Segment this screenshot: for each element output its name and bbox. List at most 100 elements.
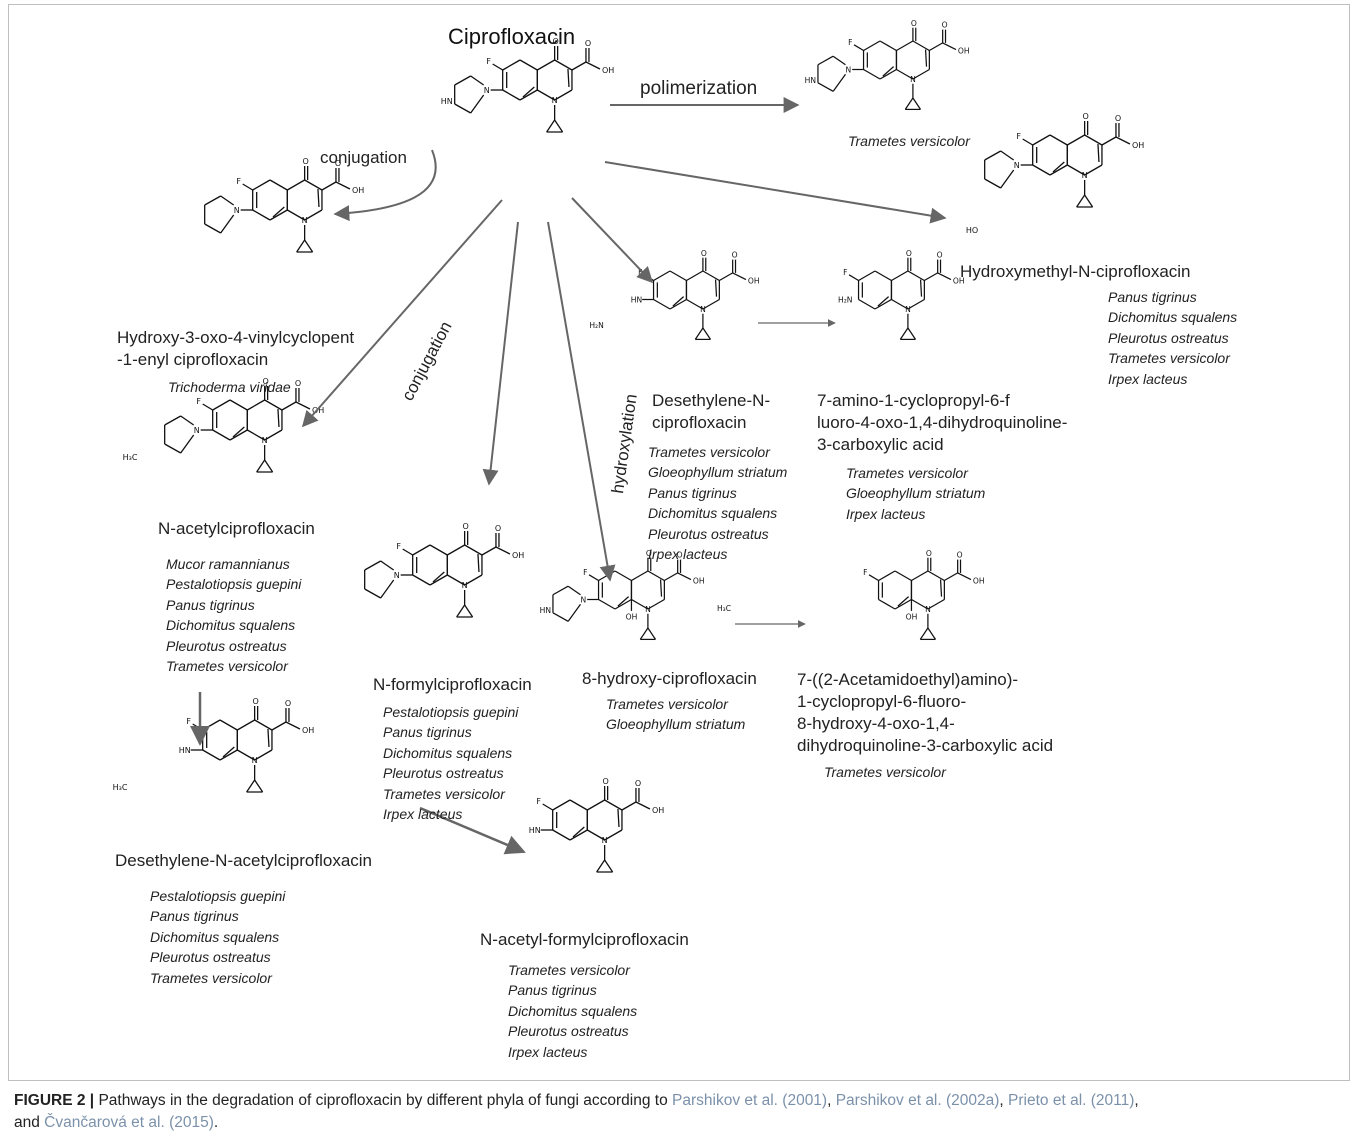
organism: Irpex lacteus: [1108, 370, 1188, 387]
arrow-hydroxy8: [547, 221, 616, 582]
organisms-polymer: Trametes versicolor: [848, 131, 970, 151]
organisms-hydroxy8: Trametes versicolor Gloeophyllum striatu…: [606, 694, 745, 735]
figure-frame: [8, 4, 1350, 1081]
organism: Trametes versicolor: [846, 465, 968, 481]
organism: Trichoderma viridae: [168, 379, 291, 395]
organism: Panus tigrinus: [508, 982, 597, 999]
atom-label: H₃C: [717, 604, 731, 613]
reference-link[interactable]: Prieto et al. (2011): [1008, 1092, 1135, 1109]
compound-name-acetyl: N-acetylciprofloxacin: [158, 519, 315, 539]
atom-label: OH: [693, 576, 705, 585]
atom-label: N: [484, 86, 490, 95]
atom-label: OH: [953, 276, 965, 285]
atom-label: N: [910, 75, 916, 84]
reference-link[interactable]: Čvančarová et al. (2015): [44, 1114, 214, 1131]
atom-label: N: [1014, 161, 1020, 170]
name-line: 8-hydroxy-ciprofloxacin: [582, 669, 757, 688]
reference-link[interactable]: Parshikov et al. (2001): [672, 1092, 828, 1109]
atom-label: O: [957, 551, 963, 560]
compound-name-amino: 7-amino-1-cyclopropyl-6-f luoro-4-oxo-1,…: [817, 390, 1067, 456]
atom-label: F: [848, 38, 852, 47]
name-line: ciprofloxacin: [652, 413, 747, 432]
organism: Dichomitus squalens: [150, 928, 280, 945]
caption-text: and: [14, 1114, 45, 1131]
atom-label: N: [462, 581, 468, 590]
organisms-vinylcyclopent: Trichoderma viridae: [168, 377, 291, 397]
atom-label: O: [462, 522, 468, 531]
atom-label: O: [252, 697, 258, 706]
atom-label: N: [1082, 171, 1088, 180]
organism: Pestalotiopsis guepini: [383, 704, 519, 720]
organism: Trametes versicolor: [383, 785, 505, 802]
caption-label: FIGURE 2 |: [14, 1092, 95, 1109]
arrow-acetylformyl: [419, 806, 526, 855]
atom-label: N: [194, 426, 200, 435]
atom-label: F: [1016, 132, 1021, 141]
ciprofloxacin-title: Ciprofloxacin: [448, 24, 576, 49]
compound-name-acetamido: 7-((2-Acetamidoethyl)amino)- 1-cycloprop…: [797, 669, 1053, 757]
name-line: 7-((2-Acetamidoethyl)amino)-: [797, 670, 1019, 689]
organism: Pleurotus ostreatus: [166, 637, 287, 654]
organism: Trametes versicolor: [606, 696, 728, 712]
atom-label: OH: [352, 186, 364, 195]
reference-link[interactable]: Parshikov et al. (2002a): [835, 1092, 1000, 1109]
organism: Irpex lacteus: [508, 1043, 588, 1060]
organism: Trametes versicolor: [150, 969, 272, 986]
name-line: 3-carboxylic acid: [817, 435, 944, 454]
reaction-label-polimerization: polimerization: [640, 78, 758, 99]
organism: Pestalotiopsis guepini: [166, 576, 302, 593]
atom-label: O: [677, 551, 683, 560]
organism: Pleurotus ostreatus: [508, 1023, 629, 1040]
atom-label: O: [906, 249, 912, 258]
organism: Pleurotus ostreatus: [150, 949, 271, 966]
atom-label: HN: [179, 746, 191, 755]
organism: Pleurotus ostreatus: [648, 525, 769, 542]
organism: Trametes versicolor: [1108, 350, 1230, 367]
atom-label: OH: [512, 551, 524, 560]
atom-label: N: [302, 216, 308, 225]
atom-label: N: [645, 605, 651, 614]
atom-label: F: [843, 268, 847, 277]
atom-label: F: [583, 568, 587, 577]
reaction-label-conjugation: conjugation: [320, 148, 407, 167]
compound-name-acetylformyl: N-acetyl-formylciprofloxacin: [480, 930, 689, 950]
atom-label: F: [196, 397, 201, 406]
organism: Gloeophyllum striatum: [846, 485, 986, 502]
arrow-desethylene: [571, 197, 654, 284]
compound-name-vinylcyclopent: Hydroxy-3-oxo-4-vinylcyclopent -1-enyl c…: [117, 327, 354, 371]
organisms-acetylformyl: Trametes versicolor Panus tigrinus Dicho…: [508, 960, 637, 1062]
atom-label: HN: [529, 826, 541, 835]
atom-label: O: [495, 524, 501, 533]
organism: Panus tigrinus: [383, 724, 472, 741]
atom-label: N: [905, 305, 911, 314]
atom-label: F: [536, 797, 541, 806]
organism: Dichomitus squalens: [1108, 309, 1238, 326]
atom-label: O: [552, 37, 558, 46]
caption-text: Pathways in the degradation of ciproflox…: [94, 1092, 673, 1109]
name-line: luoro-4-oxo-1,4-dihydroquinoline-: [817, 413, 1068, 432]
organism: Pleurotus ostreatus: [383, 765, 504, 782]
organism: Trametes versicolor: [824, 764, 946, 780]
atom-label: OH: [602, 66, 614, 75]
organism: Trametes versicolor: [648, 444, 770, 460]
organism: Pleurotus ostreatus: [1108, 329, 1229, 346]
organism: Trametes versicolor: [848, 133, 970, 149]
atom-label: F: [236, 177, 241, 186]
compound-name-formyl: N-formylciprofloxacin: [373, 675, 532, 695]
organisms-amino: Trametes versicolor Gloeophyllum striatu…: [846, 463, 985, 524]
organism: Pestalotiopsis guepini: [150, 888, 286, 904]
atom-label: O: [335, 159, 341, 168]
name-line: N-acetyl-formylciprofloxacin: [480, 930, 689, 949]
organisms-hydroxymethyl: Panus tigrinus Dichomitus squalens Pleur…: [1108, 287, 1237, 389]
organism: Irpex lacteus: [383, 806, 463, 823]
name-line: Desethylene-N-acetylciprofloxacin: [115, 851, 373, 870]
organism: Dichomitus squalens: [383, 744, 513, 761]
atom-label: F: [863, 568, 867, 577]
atom-label: F: [186, 717, 191, 726]
atom-label: O: [262, 377, 268, 386]
